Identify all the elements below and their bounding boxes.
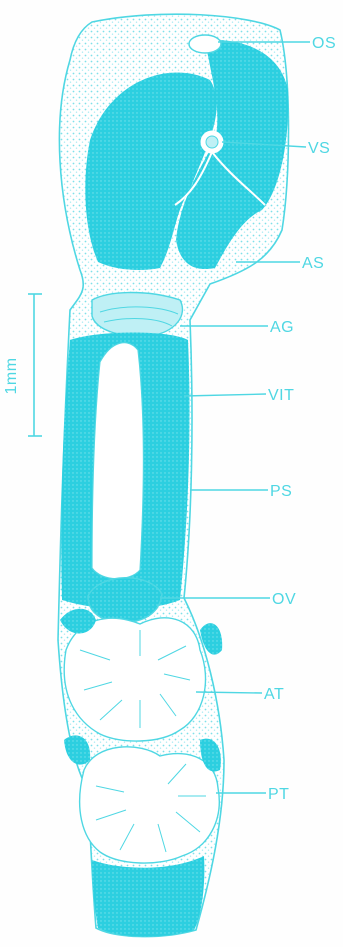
posterior-testis [80, 747, 220, 863]
posterior-vitellaria [92, 856, 204, 937]
leader-at [196, 692, 262, 693]
scale-bar [28, 294, 42, 436]
leader-vit [184, 394, 266, 396]
scale-bar-label: 1mm [3, 357, 20, 394]
label-ps: PS [270, 483, 292, 500]
genital-atrium [92, 293, 182, 337]
label-at: AT [264, 686, 284, 703]
excretory-vesicle [92, 343, 144, 579]
label-ov: OV [272, 591, 296, 608]
label-as: AS [302, 255, 324, 272]
label-vs: VS [308, 140, 330, 157]
label-os: OS [312, 35, 336, 52]
oral-sucker [189, 35, 221, 53]
label-ag: AG [270, 319, 294, 336]
label-vit: VIT [268, 387, 294, 404]
anterior-testis [64, 618, 205, 741]
label-pt: PT [268, 786, 289, 803]
